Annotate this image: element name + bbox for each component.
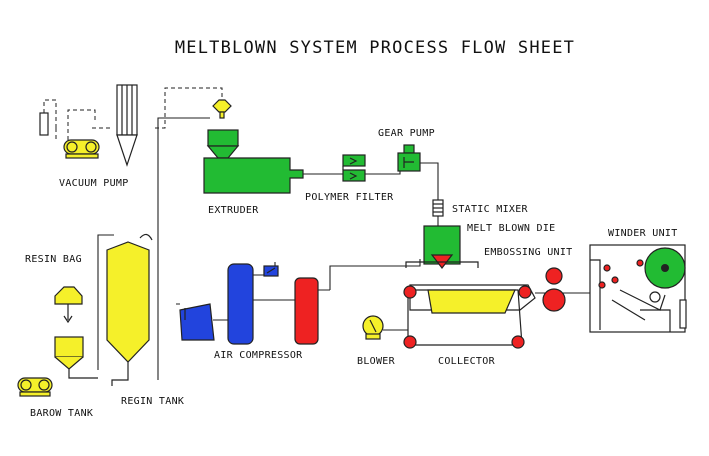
polymer-filter-icon	[342, 154, 366, 182]
resin-tank	[106, 233, 153, 386]
label-static-mixer: STATIC MIXER	[452, 204, 529, 215]
label-gear-pump: GEAR PUMP	[378, 128, 435, 139]
hopper	[212, 99, 232, 119]
label-resin-bag: RESIN BAG	[25, 254, 82, 265]
label-barow-tank: BAROW TANK	[30, 408, 93, 419]
winder-unit	[589, 244, 687, 333]
label-collector: COLLECTOR	[438, 356, 496, 367]
label-blower: BLOWER	[357, 356, 396, 367]
resin-bag	[54, 286, 83, 324]
static-mixer	[432, 199, 444, 217]
vacuum-filter-canister	[39, 112, 49, 136]
label-extruder: EXTRUDER	[208, 205, 259, 216]
label-embossing-unit: EMBOSSING UNIT	[484, 247, 573, 258]
air-intake	[179, 303, 215, 341]
embossing-unit	[542, 267, 566, 312]
barow-tank	[54, 336, 98, 379]
barow-pump-icon	[17, 377, 53, 397]
vacuum-pump-group: VACUUM PUMP	[39, 84, 223, 189]
melt-blown-die	[405, 225, 479, 269]
air-compressor	[227, 263, 254, 345]
label-vacuum-pump: VACUUM PUMP	[59, 178, 129, 189]
vacuum-dashed-line	[43, 87, 223, 140]
label-air-compressor: AIR COMPRESSOR	[214, 350, 303, 361]
gear-pump	[397, 144, 421, 172]
extruder	[203, 129, 304, 194]
label-melt-blown-die: MELT BLOWN DIE	[467, 223, 556, 234]
cyclone-separator	[116, 84, 138, 167]
label-winder-unit: WINDER UNIT	[608, 228, 678, 239]
air-valve	[263, 265, 279, 277]
label-polymer-filter: POLYMER FILTER	[305, 192, 394, 203]
collector	[403, 284, 536, 349]
air-heater	[294, 277, 319, 345]
blower-icon	[362, 315, 384, 340]
label-resin-tank: REGIN TANK	[121, 396, 184, 407]
diagram-title: MELTBLOWN SYSTEM PROCESS FLOW SHEET	[175, 38, 575, 58]
vacuum-pump-icon	[63, 139, 100, 159]
resin-conveying-line	[97, 117, 210, 380]
